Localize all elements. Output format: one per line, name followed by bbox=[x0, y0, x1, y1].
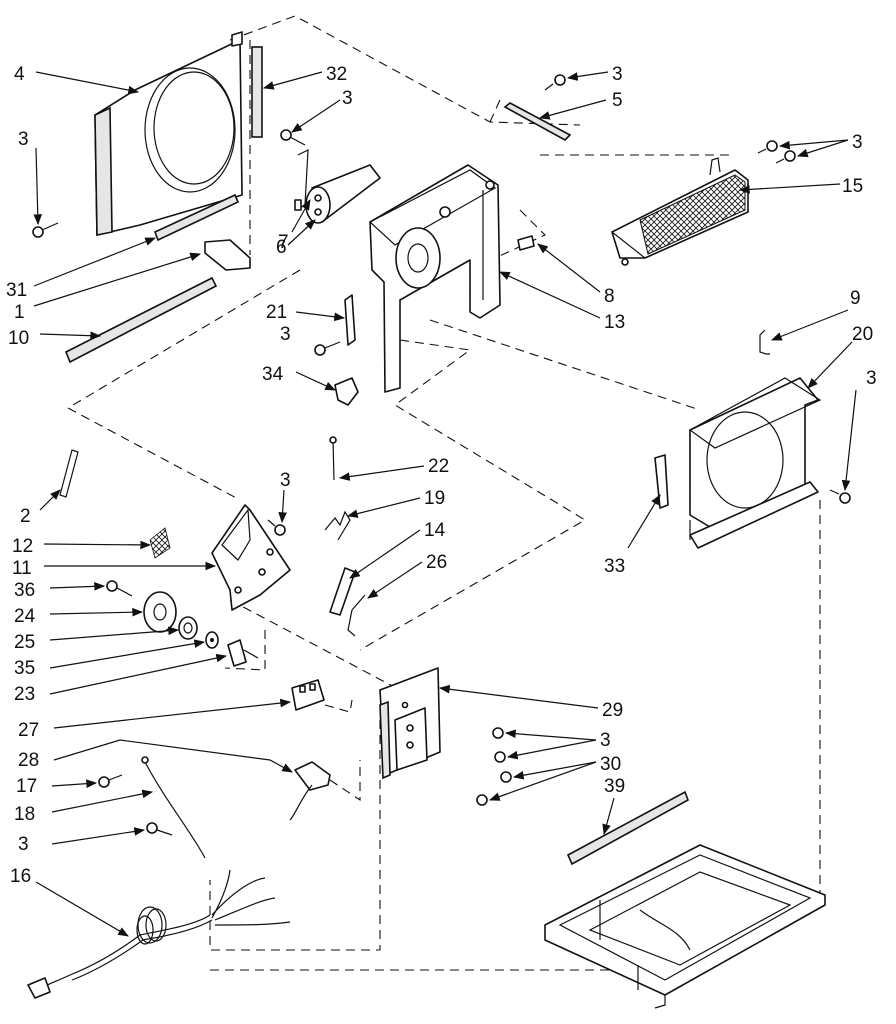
part-28-thermostat bbox=[289, 761, 331, 821]
part-10-strip bbox=[64, 276, 218, 364]
callout-15: 15 bbox=[842, 176, 863, 197]
callout-3-mid: 3 bbox=[280, 324, 291, 345]
callout-17: 17 bbox=[16, 776, 37, 797]
screw-3-bracket bbox=[267, 519, 286, 536]
callout-24: 24 bbox=[14, 606, 36, 627]
callout-18: 18 bbox=[14, 804, 35, 825]
screw-3-lower-left bbox=[146, 822, 173, 836]
part-36-screw bbox=[106, 580, 133, 597]
callout-23: 23 bbox=[14, 684, 35, 705]
callout-3-screw-top: 3 bbox=[342, 88, 353, 109]
part-27-switch bbox=[291, 679, 325, 711]
part-34-clamp bbox=[334, 377, 359, 406]
callout-16: 16 bbox=[10, 866, 31, 887]
callout-3-far-right: 3 bbox=[866, 368, 877, 389]
callout-28: 28 bbox=[18, 750, 39, 771]
screw-3-top-right bbox=[544, 74, 566, 91]
part-15-grille bbox=[611, 157, 749, 266]
part-19-spring bbox=[324, 510, 351, 541]
part-39-strip bbox=[566, 790, 689, 866]
part-22-rod bbox=[329, 436, 337, 481]
callout-3-bracket: 3 bbox=[280, 470, 291, 491]
callout-30: 30 bbox=[600, 754, 621, 775]
callout-31: 31 bbox=[6, 280, 27, 301]
callout-8: 8 bbox=[604, 286, 615, 307]
part-21-clip bbox=[344, 294, 356, 346]
screws-3-right bbox=[757, 140, 796, 164]
screw-3-mid bbox=[314, 341, 341, 356]
part-29-plate bbox=[379, 667, 441, 780]
screw-3-top bbox=[280, 129, 306, 146]
callout-20: 20 bbox=[852, 324, 873, 345]
callout-25: 25 bbox=[14, 632, 35, 653]
callout-29: 29 bbox=[602, 700, 623, 721]
callout-14: 14 bbox=[424, 520, 446, 541]
part-6-capacitor bbox=[305, 164, 381, 224]
callout-labels: 4 32 3 3 3 5 3 15 7 6 31 1 10 8 13 21 3 … bbox=[6, 64, 877, 887]
part-7-strap bbox=[294, 149, 309, 211]
callout-39: 39 bbox=[604, 776, 625, 797]
part-26-link bbox=[347, 594, 366, 637]
part-1-block bbox=[204, 239, 251, 271]
callout-9: 9 bbox=[850, 288, 861, 309]
part-32-strip bbox=[251, 46, 263, 138]
callout-11: 11 bbox=[12, 558, 32, 579]
callout-3-right: 3 bbox=[852, 132, 863, 153]
callout-34: 34 bbox=[262, 364, 284, 385]
part-11-control-bracket bbox=[211, 504, 291, 611]
callout-4: 4 bbox=[14, 64, 25, 85]
callout-26: 26 bbox=[426, 552, 447, 573]
screw-3-far-right bbox=[829, 489, 851, 504]
part-9-clip bbox=[759, 329, 770, 355]
callout-3-plate: 3 bbox=[600, 730, 611, 751]
callout-3-lower-left: 3 bbox=[18, 834, 29, 855]
callout-27: 27 bbox=[18, 720, 39, 741]
part-24-knob bbox=[143, 591, 177, 633]
part-33-bracket bbox=[654, 454, 669, 509]
screw-3-left bbox=[32, 222, 59, 238]
part-12-mesh-clip bbox=[149, 527, 171, 559]
part-20-orifice bbox=[688, 377, 822, 549]
callout-3-left: 3 bbox=[18, 129, 29, 150]
part-18-ground-wire bbox=[144, 761, 206, 859]
callout-21: 21 bbox=[266, 302, 287, 323]
part-25-bushing bbox=[178, 616, 198, 640]
screws-30 bbox=[476, 771, 512, 806]
callout-36: 36 bbox=[14, 580, 35, 601]
ground-wire-terminal bbox=[141, 756, 149, 764]
part-17-screw bbox=[98, 774, 123, 788]
part-14-lever bbox=[329, 567, 356, 616]
callout-10: 10 bbox=[8, 328, 29, 349]
part-31-strip bbox=[153, 193, 240, 242]
part-8-clip bbox=[517, 235, 535, 251]
callout-13: 13 bbox=[604, 312, 625, 333]
callout-1: 1 bbox=[14, 302, 25, 323]
part-5-strip bbox=[503, 102, 572, 141]
callout-19: 19 bbox=[424, 488, 445, 509]
callout-6-text: 6 bbox=[276, 237, 287, 258]
callout-32: 32 bbox=[326, 64, 347, 85]
part-16-power-cord bbox=[27, 869, 291, 999]
callout-7: 7 bbox=[278, 232, 289, 253]
base-pan bbox=[544, 844, 826, 1009]
leader-lines bbox=[33, 71, 857, 937]
callout-5: 5 bbox=[612, 90, 623, 111]
callout-12: 12 bbox=[12, 536, 33, 557]
part-2-tube bbox=[59, 449, 79, 498]
screws-3-plate bbox=[492, 727, 506, 763]
part-35-washer bbox=[205, 631, 219, 649]
callout-33: 33 bbox=[604, 556, 625, 577]
callout-22: 22 bbox=[428, 456, 449, 477]
callout-35: 35 bbox=[14, 658, 35, 679]
part-13-bracket bbox=[368, 164, 501, 393]
callout-3-top-right: 3 bbox=[612, 64, 623, 85]
callout-2: 2 bbox=[20, 506, 31, 527]
part-23-shaft bbox=[227, 639, 259, 667]
